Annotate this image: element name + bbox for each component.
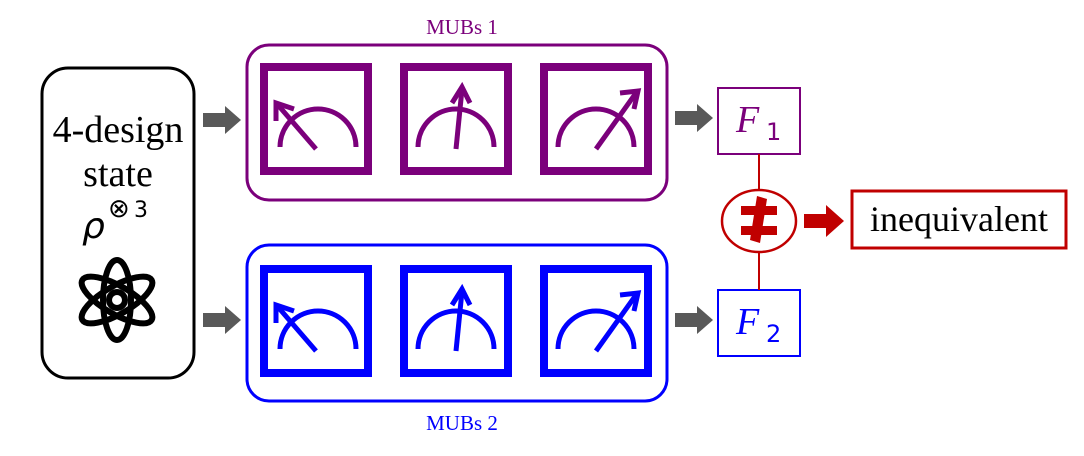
arrow-mubs1-to-f1 bbox=[675, 104, 713, 132]
result-label: inequivalent bbox=[870, 199, 1048, 239]
source-label-line2: state bbox=[83, 153, 153, 195]
arrow-source-to-mubs2 bbox=[203, 306, 241, 334]
f2-box: F 2 bbox=[717, 289, 801, 357]
f2-subscript: 2 bbox=[766, 320, 781, 348]
meter-icon bbox=[544, 269, 648, 373]
arrow-to-result bbox=[804, 205, 844, 237]
meter-icon bbox=[264, 269, 368, 373]
mubs2-group: MUBs 2 bbox=[245, 243, 669, 435]
arrow-source-to-mubs1 bbox=[203, 106, 241, 134]
f1-symbol: F bbox=[735, 99, 760, 141]
tensor-power: 3 bbox=[134, 198, 148, 223]
not-equal-comparator bbox=[720, 188, 798, 254]
arrow-mubs2-to-f2 bbox=[675, 306, 713, 334]
rho-symbol: ρ bbox=[82, 206, 105, 247]
mubs1-label: MUBs 1 bbox=[426, 15, 498, 39]
mubs1-group: MUBs 1 bbox=[245, 15, 669, 202]
f1-box: F 1 bbox=[717, 87, 801, 155]
meter-icon bbox=[404, 67, 508, 171]
f1-subscript: 1 bbox=[766, 118, 781, 146]
mubs2-label: MUBs 2 bbox=[426, 411, 498, 435]
meter-icon bbox=[264, 67, 368, 171]
source-label-line1: 4-design bbox=[53, 109, 184, 151]
meter-icon bbox=[544, 67, 648, 171]
meter-icon bbox=[404, 269, 508, 373]
source-state-box: 4-design state ρ ⊗ 3 bbox=[40, 66, 196, 380]
not-equal-icon bbox=[741, 196, 777, 243]
result-box: inequivalent bbox=[850, 189, 1068, 250]
tensor-symbol: ⊗ bbox=[108, 194, 130, 224]
f2-symbol: F bbox=[735, 301, 760, 343]
atom-icon bbox=[78, 257, 156, 343]
